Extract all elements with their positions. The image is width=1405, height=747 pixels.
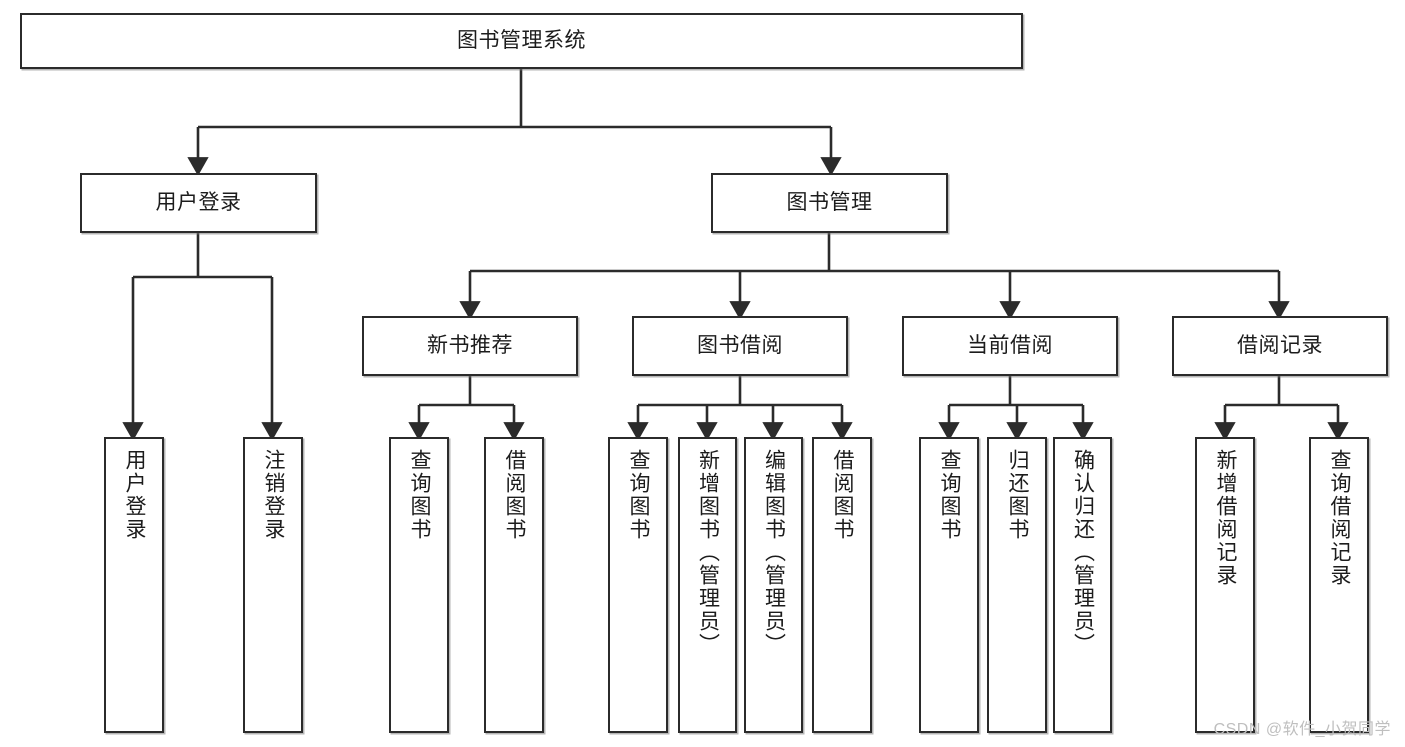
- node-book-management-system[interactable]: 图书管理系统: [20, 13, 1023, 69]
- leaf-confirm-return[interactable]: 确认归还（管理员）: [1053, 437, 1112, 733]
- node-book-management[interactable]: 图书管理: [711, 173, 948, 233]
- node-label: 查询图书: [627, 449, 651, 541]
- node-label: 查询图书: [408, 449, 432, 541]
- leaf-query-book-current[interactable]: 查询图书: [919, 437, 979, 733]
- leaf-query-book-recommend[interactable]: 查询图书: [389, 437, 449, 733]
- leaf-borrow-book[interactable]: 借阅图书: [812, 437, 872, 733]
- leaf-query-book-borrow[interactable]: 查询图书: [608, 437, 668, 733]
- leaf-borrow-book-recommend[interactable]: 借阅图书: [484, 437, 544, 733]
- node-label: 新增图书（管理员）: [696, 449, 720, 656]
- node-new-book-recommend[interactable]: 新书推荐: [362, 316, 578, 376]
- node-label: 新增借阅记录: [1214, 449, 1238, 587]
- leaf-query-borrow-record[interactable]: 查询借阅记录: [1309, 437, 1369, 733]
- node-label: 图书管理: [786, 190, 873, 214]
- node-label: 借阅图书: [503, 449, 527, 541]
- leaf-logout[interactable]: 注销登录: [243, 437, 303, 733]
- leaf-return-book[interactable]: 归还图书: [987, 437, 1047, 733]
- leaf-add-book[interactable]: 新增图书（管理员）: [678, 437, 737, 733]
- node-label: 查询图书: [938, 449, 962, 541]
- node-current-borrow[interactable]: 当前借阅: [902, 316, 1118, 376]
- leaf-add-borrow-record[interactable]: 新增借阅记录: [1195, 437, 1255, 733]
- node-label: 用户登录: [123, 449, 147, 541]
- node-user-login[interactable]: 用户登录: [80, 173, 317, 233]
- node-label: 当前借阅: [967, 333, 1053, 357]
- node-label: 图书管理系统: [457, 28, 586, 52]
- node-label: 借阅图书: [831, 449, 855, 541]
- leaf-user-login[interactable]: 用户登录: [104, 437, 164, 733]
- node-label: 编辑图书（管理员）: [762, 449, 786, 656]
- node-borrow-record[interactable]: 借阅记录: [1172, 316, 1388, 376]
- node-book-borrow[interactable]: 图书借阅: [632, 316, 848, 376]
- node-label: 用户登录: [155, 190, 242, 214]
- node-label: 确认归还（管理员）: [1071, 449, 1095, 656]
- node-label: 查询借阅记录: [1328, 449, 1352, 587]
- node-label: 新书推荐: [427, 333, 513, 357]
- node-label: 图书借阅: [697, 333, 783, 357]
- node-label: 借阅记录: [1237, 333, 1323, 357]
- node-label: 注销登录: [262, 449, 286, 541]
- node-label: 归还图书: [1006, 449, 1030, 541]
- leaf-edit-book[interactable]: 编辑图书（管理员）: [744, 437, 803, 733]
